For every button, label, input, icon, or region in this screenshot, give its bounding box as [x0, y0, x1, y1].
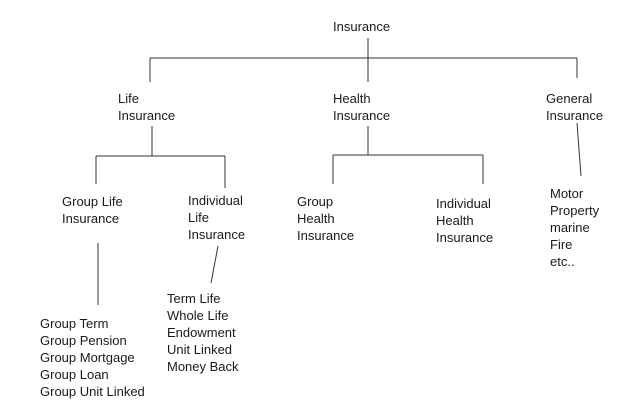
edge-individual-life-slant — [210, 245, 219, 284]
leaf-list-group-life: Group Term Group Pension Group Mortgage … — [40, 315, 145, 400]
leaf-item: Property — [550, 203, 600, 218]
leaf-item: Group Loan — [40, 367, 109, 382]
edge-general-slant — [576, 122, 582, 177]
leaf-item: Group Pension — [40, 333, 127, 348]
leaf-item: Group Mortgage — [40, 350, 135, 365]
node-life-insurance: Life Insurance — [118, 91, 176, 123]
node-health-insurance: Health Insurance — [333, 91, 391, 123]
leaf-item: Group Unit Linked — [40, 384, 145, 399]
leaf-item: Whole Life — [167, 308, 229, 323]
leaf-item: marine — [550, 220, 590, 235]
node-insurance-root: Insurance — [333, 19, 391, 34]
leaf-item: Group Term — [40, 316, 109, 331]
leaf-item: Endowment — [167, 325, 236, 340]
node-individual-life-insurance: Individual Life Insurance — [188, 193, 246, 242]
node-group-life-insurance: Group Life Insurance — [62, 194, 123, 226]
leaf-list-individual-life: Term Life Whole Life Endowment Unit Link… — [167, 290, 239, 375]
leaf-item: etc.. — [550, 254, 575, 269]
node-group-health-insurance: Group Health Insurance — [297, 194, 355, 243]
leaf-item: Term Life — [167, 291, 221, 306]
leaf-item: Fire — [550, 237, 573, 252]
node-individual-health-insurance: Individual Health Insurance — [436, 196, 494, 245]
leaf-item: Unit Linked — [167, 342, 233, 357]
leaf-list-general: Motor Property marine Fire etc.. — [550, 185, 599, 270]
leaf-item: Money Back — [167, 359, 239, 374]
node-general-insurance: General Insurance — [546, 91, 604, 123]
leaf-item: Motor — [550, 186, 584, 201]
